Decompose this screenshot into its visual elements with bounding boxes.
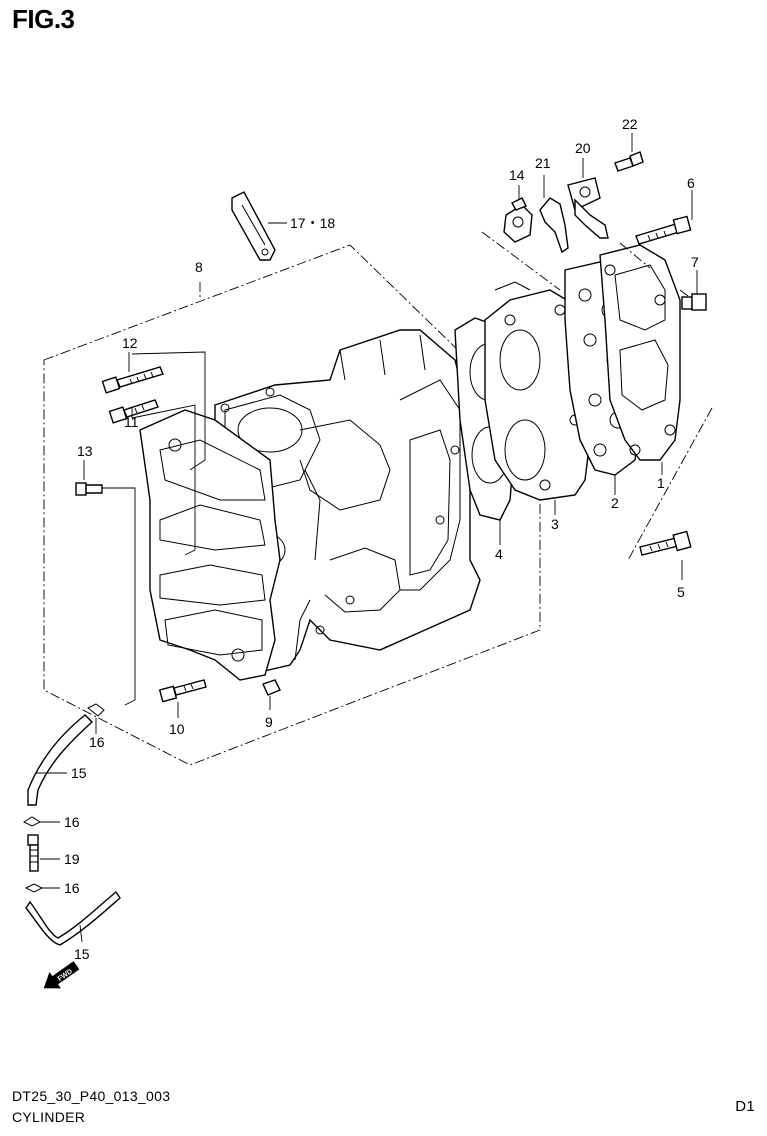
callout-8: 8 bbox=[195, 259, 203, 275]
hose-clip-16-low[interactable] bbox=[24, 883, 60, 893]
fwd-arrow-text: FWD bbox=[57, 968, 74, 983]
hose-15-upper[interactable] bbox=[27, 714, 94, 806]
callout-10: 10 bbox=[169, 721, 185, 737]
hose-clip-16-mid[interactable] bbox=[22, 816, 60, 827]
clamp-21[interactable] bbox=[539, 197, 569, 254]
bolt-13[interactable] bbox=[75, 482, 103, 496]
callout-22: 22 bbox=[622, 116, 638, 132]
callout-5: 5 bbox=[677, 584, 685, 600]
callout-1: 1 bbox=[657, 475, 665, 491]
callout-16-top: 16 bbox=[89, 734, 105, 750]
hose-fitting-19[interactable] bbox=[27, 834, 60, 872]
callout-6: 6 bbox=[687, 175, 695, 191]
callout-labels: 22 20 21 14 6 17・18 8 7 12 11 13 1 2 3 4… bbox=[64, 116, 699, 962]
callout-4: 4 bbox=[495, 546, 503, 562]
forward-arrow-icon: FWD bbox=[43, 961, 80, 989]
thermo-sensor-14[interactable] bbox=[503, 197, 533, 243]
thermostat-cover-20[interactable] bbox=[567, 177, 609, 239]
hose-clip-16-top[interactable] bbox=[87, 703, 105, 734]
callout-15-lower: 15 bbox=[74, 946, 90, 962]
callout-21: 21 bbox=[535, 155, 551, 171]
head-cover-1[interactable] bbox=[599, 244, 681, 475]
figure-title: FIG.3 bbox=[12, 4, 75, 34]
bracket-17-18[interactable] bbox=[231, 191, 287, 261]
callout-16-mid: 16 bbox=[64, 814, 80, 830]
callout-14: 14 bbox=[509, 167, 525, 183]
diagram-code: DT25_30_P40_013_003 bbox=[12, 1088, 171, 1104]
bolt-5[interactable] bbox=[639, 530, 692, 556]
callout-16-low: 16 bbox=[64, 880, 80, 896]
callout-19: 19 bbox=[64, 851, 80, 867]
bolt-12[interactable] bbox=[101, 366, 164, 394]
bolt-leaders-left bbox=[102, 351, 206, 706]
callout-12: 12 bbox=[122, 335, 138, 351]
callout-17-18: 17・18 bbox=[290, 215, 335, 231]
diagram-name: CYLINDER bbox=[12, 1109, 86, 1125]
callout-20: 20 bbox=[575, 140, 591, 156]
callout-11: 11 bbox=[124, 414, 139, 430]
bolt-11[interactable] bbox=[108, 399, 159, 424]
page-id: D1 bbox=[735, 1098, 755, 1115]
callout-13: 13 bbox=[77, 443, 93, 459]
bolt-6[interactable] bbox=[635, 215, 692, 245]
callout-7: 7 bbox=[691, 254, 699, 270]
exhaust-cover[interactable] bbox=[139, 409, 281, 681]
callout-2: 2 bbox=[611, 495, 619, 511]
callout-3: 3 bbox=[551, 516, 559, 532]
bolt-7[interactable] bbox=[681, 293, 707, 311]
assembly-outline bbox=[43, 244, 541, 766]
callout-9: 9 bbox=[265, 714, 273, 730]
plug-9[interactable] bbox=[262, 679, 281, 710]
bolt-22[interactable] bbox=[614, 151, 644, 172]
bolt-10[interactable] bbox=[158, 679, 207, 703]
callout-leaders bbox=[83, 133, 698, 718]
hose-15-lower[interactable] bbox=[25, 890, 121, 946]
cylinder-head-3[interactable] bbox=[484, 281, 591, 515]
callout-15-upper: 15 bbox=[71, 765, 87, 781]
